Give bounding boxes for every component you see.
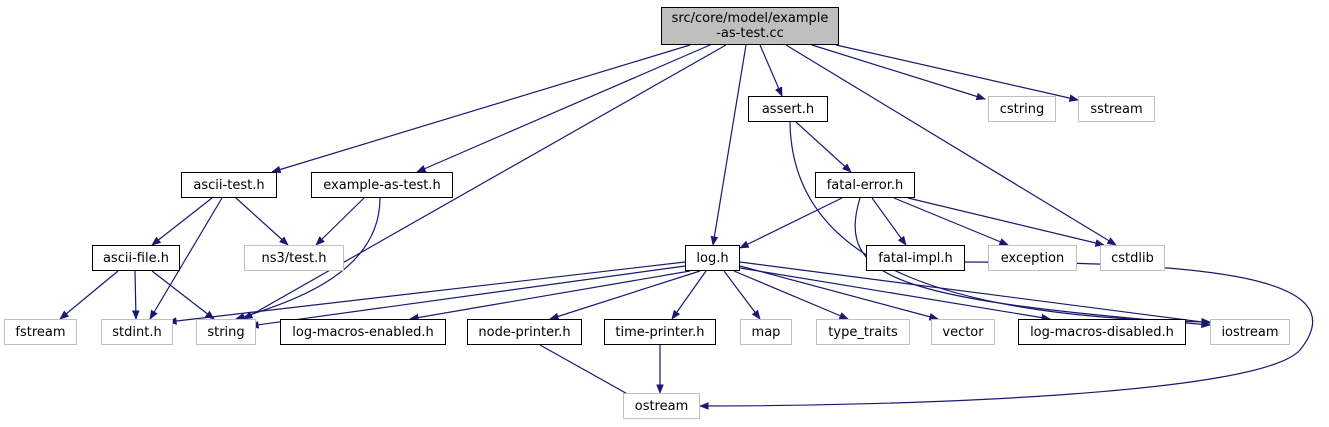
node-label: fatal-impl.h [878,250,953,266]
node-label: type_traits [828,324,898,340]
node-label: log-macros-enabled.h [292,324,434,340]
node-label: node-printer.h [478,324,571,340]
node-fatal-impl-h[interactable]: fatal-impl.h [866,245,965,271]
node-label: ostream [634,398,689,414]
edge-ascii-test-to-ascii-file [151,197,213,246]
node-label: iostream [1221,324,1279,340]
edge-log-to-stdint [167,261,686,325]
node-root-file: src/core/model/example -as-test.cc [661,7,839,45]
node-label: vector [942,324,984,340]
node-log-macros-disabled-h[interactable]: log-macros-disabled.h [1018,319,1186,345]
node-label: map [751,324,781,340]
root-file-line1: src/core/model/example [671,11,829,26]
edge-root-to-cstring [811,44,986,101]
node-log-h[interactable]: log.h [685,245,740,271]
edge-example-to-ns3-test [315,197,365,246]
edge-log-to-type-traits [733,270,849,320]
edge-ascii-file-to-fstream [59,270,119,320]
edge-log-to-iostream [739,261,1211,326]
edge-root-to-log [710,44,747,246]
node-label: log.h [696,250,729,266]
node-ascii-test-h[interactable]: ascii-test.h [181,172,277,198]
edge-root-to-example-as-test [416,44,711,173]
edge-log-to-log-macros-enabled [409,270,691,322]
edge-fatal-error-to-log [739,197,843,249]
node-label: fstream [15,324,66,340]
edge-root-to-ascii-test [271,44,691,174]
edge-root-to-cstdlib [785,44,1117,246]
edge-fatal-error-to-exception [893,197,1009,246]
node-label: stdint.h [112,324,162,340]
node-label: cstring [999,101,1045,117]
node-label: cstdlib [1111,250,1154,266]
node-string: string [196,319,256,345]
node-label: ns3/test.h [261,250,327,266]
edge-log-to-node-printer [549,270,701,321]
node-fstream: fstream [4,319,77,345]
root-file-line2: -as-test.cc [716,26,784,41]
node-ascii-file-h[interactable]: ascii-file.h [92,245,180,271]
node-label: log-macros-disabled.h [1030,324,1174,340]
edge-root-to-sstream [835,44,1079,102]
edge-log-to-string [249,265,686,329]
edge-ascii-test-to-stdint [149,197,223,320]
edge-log-to-time-printer [671,270,707,320]
edge-root-to-string [243,44,727,320]
node-label: string [207,324,245,340]
node-label: exception [1000,250,1065,266]
node-sstream: sstream [1078,96,1155,122]
node-map: map [740,319,792,345]
node-exception: exception [988,245,1077,271]
node-vector: vector [931,319,995,345]
edge-ascii-file-to-string [151,270,215,320]
node-label: example-as-test.h [323,177,441,193]
node-label: fatal-error.h [826,177,904,193]
edge-assert-to-fatal-error [795,121,852,173]
node-node-printer-h[interactable]: node-printer.h [467,319,582,345]
edge-assert-to-iostream [789,121,1211,326]
node-stdint-h: stdint.h [101,319,173,345]
edge-log-to-map [723,270,761,320]
node-iostream: iostream [1210,319,1290,345]
node-assert-h[interactable]: assert.h [748,96,828,122]
edge-fatal-error-to-cstdlib [907,197,1105,247]
edge-node-printer-to-ostream [539,344,641,402]
node-ostream: ostream [623,393,700,419]
edge-ascii-test-to-ns3-test [235,197,289,246]
node-fatal-error-h[interactable]: fatal-error.h [815,172,915,198]
edge-fatal-error-to-fatal-impl [871,197,907,246]
edge-log-to-log-macros-disabled [739,267,1051,322]
edge-fatal-error-to-iostream [854,197,1211,329]
node-log-macros-enabled-h[interactable]: log-macros-enabled.h [280,319,446,345]
node-cstdlib: cstdlib [1100,245,1165,271]
node-ns3-test-h: ns3/test.h [244,245,344,271]
node-example-as-test-h[interactable]: example-as-test.h [311,172,453,198]
node-label: ascii-file.h [103,250,169,266]
edge-log-to-vector [739,265,939,321]
node-time-printer-h[interactable]: time-printer.h [604,319,716,345]
node-label: time-printer.h [615,324,705,340]
node-label: sstream [1090,101,1143,117]
edge-fatal-impl-to-ostream [699,261,1314,410]
node-cstring: cstring [988,96,1056,122]
node-label: assert.h [761,101,815,117]
edge-root-to-assert [759,44,783,97]
node-label: ascii-test.h [193,177,265,193]
node-type-traits: type_traits [816,319,910,345]
edge-ascii-file-to-stdint [131,270,140,320]
